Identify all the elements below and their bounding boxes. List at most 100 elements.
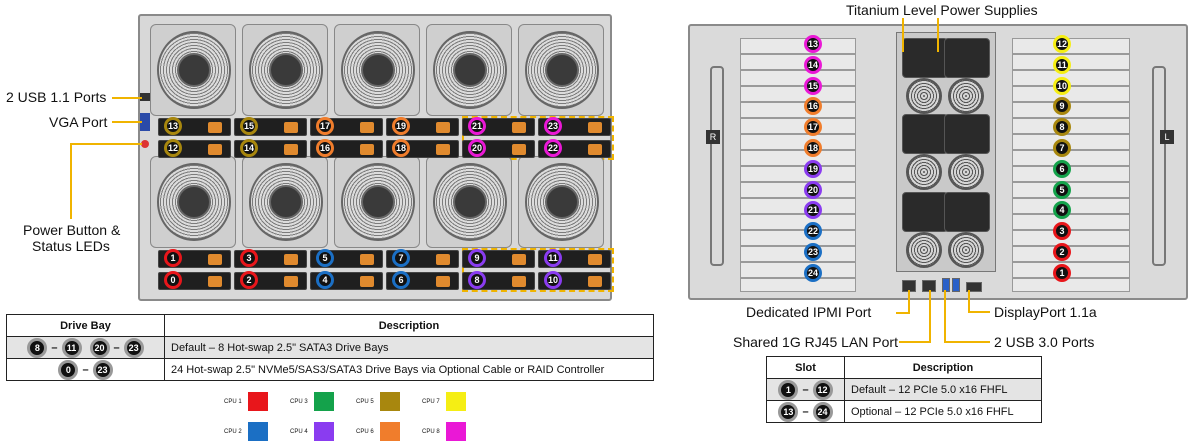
pcie-slot-number: 6 <box>1053 159 1071 178</box>
drive-latch-icon <box>588 144 602 155</box>
cpu-legend-label: CPU 8 <box>422 428 440 435</box>
fan-module <box>518 156 604 248</box>
drive-row-1-desc: Default – 8 Hot-swap 2.5" SATA3 Drive Ba… <box>164 336 654 359</box>
cpu-legend-label: CPU 6 <box>356 428 374 435</box>
cpu-color-swatch <box>247 392 268 411</box>
bay-chip: 1 <box>778 379 799 400</box>
displayport-port[interactable] <box>966 282 982 292</box>
drive-desc-header: Description <box>164 314 654 337</box>
bay-chip: 12 <box>812 379 833 400</box>
pcie-slot-number: 18 <box>804 139 822 157</box>
drive-row-2-chips: 0–23 <box>6 358 165 381</box>
usb-leader <box>112 97 142 99</box>
left-pcie-bank <box>740 38 856 292</box>
fan-module <box>426 156 512 248</box>
drive-latch-icon <box>436 144 450 155</box>
drive-bay-number: 13 <box>164 117 182 135</box>
usb-port-stub <box>140 93 150 101</box>
psu-fan-icon <box>948 78 984 114</box>
lan-leader-v <box>929 290 931 343</box>
power-supply-unit <box>944 192 990 232</box>
rear-right-letter: L <box>1160 130 1174 144</box>
drive-latch-icon <box>208 122 222 133</box>
cpu-legend-item: CPU 2 <box>224 422 268 441</box>
usb3-leader-v <box>944 290 946 343</box>
usb-ports-label: 2 USB 1.1 Ports <box>6 89 107 105</box>
fan-icon <box>545 53 579 87</box>
usb3-leader-h <box>944 341 990 343</box>
psu-leader-1 <box>902 18 904 52</box>
table-row: 13–24 Optional – 12 PCIe 5.0 x16 FHFL <box>766 400 1042 423</box>
drive-latch-icon <box>436 276 450 287</box>
rear-chassis: R L <box>688 24 1188 300</box>
drive-bay-number: 23 <box>544 117 562 135</box>
bay-chip: 23 <box>123 337 144 358</box>
drive-latch-icon <box>284 144 298 155</box>
pcie-slot-number: 4 <box>1053 201 1071 220</box>
power-supply-unit <box>944 114 990 154</box>
fan-module <box>150 24 236 116</box>
drive-bay-number: 12 <box>164 139 182 157</box>
fan-icon <box>177 53 211 87</box>
cpu-legend-item: CPU 1 <box>224 392 268 411</box>
fan-module <box>150 156 236 248</box>
psu-leader-2 <box>937 18 939 52</box>
drive-latch-icon <box>436 122 450 133</box>
fan-icon <box>361 185 395 219</box>
drive-bay-number: 6 <box>392 271 410 289</box>
fan-module <box>426 24 512 116</box>
cpu-legend-item: CPU 5 <box>356 392 400 411</box>
drive-bay-number: 2 <box>240 271 258 289</box>
lan-leader-h <box>899 341 931 343</box>
bay-chip: 13 <box>778 401 799 422</box>
drive-latch-icon <box>208 144 222 155</box>
right-handle <box>1152 66 1166 266</box>
drive-bay-number: 10 <box>544 271 562 289</box>
cpu-legend-label: CPU 3 <box>290 398 308 405</box>
range-dash: – <box>802 405 809 418</box>
table-row: 8–11 20–23 Default – 8 Hot-swap 2.5" SAT… <box>6 336 654 359</box>
psu-fan-icon <box>906 232 942 268</box>
power-button-label-1: Power Button & <box>23 222 121 238</box>
power-supply-unit <box>902 192 948 232</box>
pcie-slot-number: 22 <box>804 222 822 241</box>
drive-latch-icon <box>284 276 298 287</box>
vga-port-label: VGA Port <box>49 114 108 130</box>
slot-desc-header: Description <box>844 356 1042 379</box>
drive-bay-number: 7 <box>392 249 410 267</box>
drive-latch-icon <box>360 254 374 265</box>
range-dash: – <box>113 341 120 354</box>
drive-bay-number: 19 <box>392 117 410 135</box>
pcie-slot-number: 9 <box>1053 97 1071 116</box>
displayport-label: DisplayPort 1.1a <box>994 304 1097 320</box>
power-supply-unit <box>902 38 948 78</box>
drive-row-1-chips: 8–11 20–23 <box>6 336 165 359</box>
pcie-slot-number: 17 <box>804 118 822 137</box>
pcie-slot-number: 7 <box>1053 139 1071 157</box>
drive-latch-icon <box>588 254 602 265</box>
psu-fan-icon <box>948 232 984 268</box>
slot-row-2-chips: 13–24 <box>766 400 845 423</box>
cpu-color-swatch <box>445 392 466 411</box>
drive-latch-icon <box>512 144 526 155</box>
usb3-port-1[interactable] <box>942 278 950 292</box>
bay-chip: 24 <box>812 401 833 422</box>
cpu-legend-label: CPU 1 <box>224 398 242 405</box>
psu-label: Titanium Level Power Supplies <box>846 2 1038 18</box>
power-leader-h <box>70 143 142 145</box>
ipmi-leader-v <box>908 290 910 314</box>
drive-bay-number: 15 <box>240 117 258 135</box>
usb3-port-2[interactable] <box>952 278 960 292</box>
pcie-slot-number: 16 <box>804 97 822 116</box>
drive-latch-icon <box>284 122 298 133</box>
table-row: 0–23 24 Hot-swap 2.5" NVMe5/SAS3/SATA3 D… <box>6 358 654 381</box>
drive-latch-icon <box>588 122 602 133</box>
cpu-legend-item: CPU 4 <box>290 422 334 441</box>
drive-bay-number: 5 <box>316 249 334 267</box>
usb3-ports-label: 2 USB 3.0 Ports <box>994 334 1095 350</box>
drive-latch-icon <box>512 254 526 265</box>
drive-bay-table: Drive Bay Description 8–11 20–23 Default… <box>6 314 654 381</box>
drive-latch-icon <box>588 276 602 287</box>
vga-leader <box>112 121 142 123</box>
drive-bay-number: 16 <box>316 139 334 157</box>
